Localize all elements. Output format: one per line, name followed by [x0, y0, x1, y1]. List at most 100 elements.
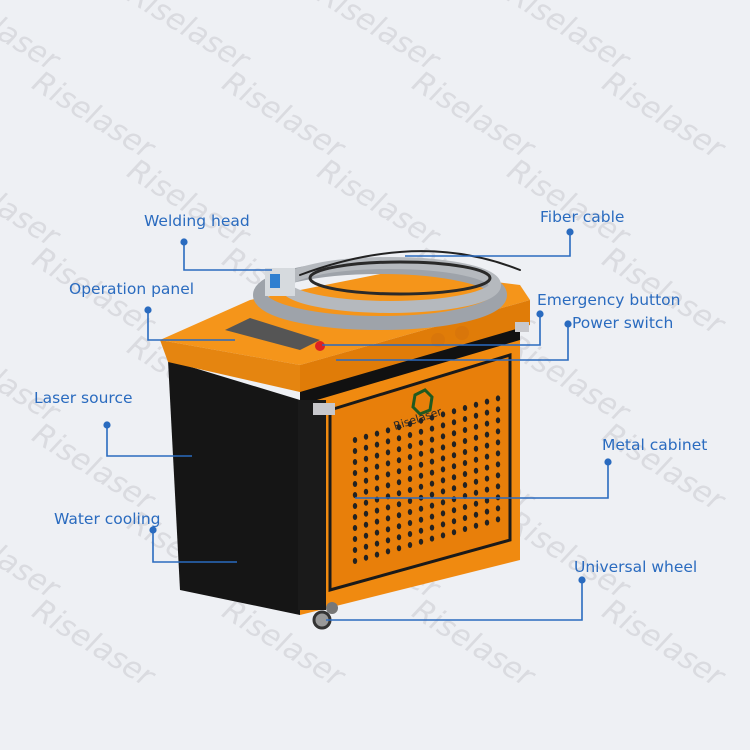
vent-hole	[385, 449, 391, 456]
callout-line	[106, 425, 192, 457]
label-operation-panel: Operation panel	[69, 280, 195, 298]
vent-hole	[385, 515, 391, 522]
vent-hole	[473, 423, 479, 430]
vent-hole	[440, 422, 446, 429]
vent-hole	[385, 482, 391, 489]
vent-hole	[495, 505, 501, 512]
vent-hole	[440, 455, 446, 462]
callout-dot	[564, 320, 572, 328]
vent-hole	[374, 474, 380, 481]
vent-hole	[495, 450, 501, 457]
vent-hole	[385, 427, 391, 434]
callout-line	[405, 232, 571, 257]
vent-hole	[429, 458, 435, 465]
vent-hole	[418, 450, 424, 457]
vent-hole	[440, 532, 446, 539]
vent-hole	[440, 488, 446, 495]
vent-hole	[407, 531, 413, 537]
vent-hole	[352, 437, 358, 443]
vent-hole	[396, 446, 402, 453]
vent-hole	[495, 395, 501, 402]
callout-line	[336, 324, 569, 361]
vent-hole	[385, 438, 391, 445]
label-emergency-button: Emergency button	[537, 291, 681, 309]
vent-hole	[429, 535, 435, 542]
vent-hole	[363, 488, 369, 495]
vent-hole	[396, 545, 402, 552]
vent-hole	[374, 430, 380, 437]
vent-hole	[451, 507, 457, 514]
vent-hole	[495, 472, 501, 479]
vent-hole	[440, 477, 446, 484]
vent-hole	[352, 481, 358, 487]
vent-hole	[484, 453, 490, 460]
vent-hole	[407, 476, 413, 482]
vent-hole	[440, 521, 446, 528]
vent-hole	[418, 428, 424, 435]
vent-hole	[473, 522, 479, 529]
vent-hole	[418, 472, 424, 479]
vent-hole	[462, 427, 468, 433]
vent-hole	[473, 467, 479, 474]
wheel	[326, 602, 338, 614]
vent-hole	[374, 540, 380, 547]
vent-hole	[429, 469, 435, 476]
vent-hole	[374, 485, 380, 492]
vent-hole	[352, 514, 358, 520]
vent-hole	[473, 478, 479, 485]
vent-hole	[363, 532, 369, 539]
vent-hole	[495, 417, 501, 424]
vent-hole	[396, 490, 402, 497]
vent-hole	[484, 420, 490, 427]
vent-hole	[407, 520, 413, 526]
vent-hole	[363, 543, 369, 550]
vent-hole	[451, 408, 457, 415]
vent-hole	[462, 515, 468, 521]
vent-hole	[407, 487, 413, 493]
vent-hole	[451, 474, 457, 481]
vent-hole	[462, 460, 468, 466]
vent-hole	[374, 507, 380, 514]
vent-hole	[484, 398, 490, 405]
vent-hole	[396, 534, 402, 541]
vent-hole	[407, 509, 413, 515]
vent-hole	[418, 483, 424, 490]
vent-hole	[352, 492, 358, 498]
vent-hole	[451, 485, 457, 492]
label-metal-cabinet: Metal cabinet	[602, 436, 708, 454]
vent-hole	[418, 461, 424, 468]
emergency-button	[315, 341, 325, 351]
vent-hole	[429, 502, 435, 509]
vent-hole	[363, 444, 369, 451]
callout-line	[147, 310, 235, 341]
vent-hole	[418, 417, 424, 424]
callout-line	[152, 530, 237, 563]
vent-hole	[374, 529, 380, 536]
vent-hole	[374, 463, 380, 470]
vent-hole	[429, 447, 435, 454]
vent-hole	[440, 444, 446, 451]
vent-hole	[473, 489, 479, 496]
vent-hole	[374, 452, 380, 459]
vent-hole	[440, 466, 446, 473]
vent-hole	[495, 461, 501, 468]
vent-hole	[484, 486, 490, 493]
operation-panel	[225, 318, 320, 350]
vent-hole	[429, 436, 435, 443]
vent-hole	[429, 425, 435, 432]
black-side-panel	[168, 360, 300, 615]
label-universal-wheel: Universal wheel	[574, 558, 698, 576]
vent-hole	[396, 457, 402, 464]
vent-hole	[363, 477, 369, 484]
vent-hole	[363, 510, 369, 517]
label-welding-head: Welding head	[144, 212, 250, 230]
vent-hole	[418, 439, 424, 446]
vent-hole	[363, 455, 369, 462]
callout-dot	[604, 458, 612, 466]
vent-hole	[429, 480, 435, 487]
vent-hole	[484, 508, 490, 515]
vent-hole	[451, 529, 457, 536]
vent-hole	[440, 433, 446, 440]
vent-hole	[495, 516, 501, 523]
